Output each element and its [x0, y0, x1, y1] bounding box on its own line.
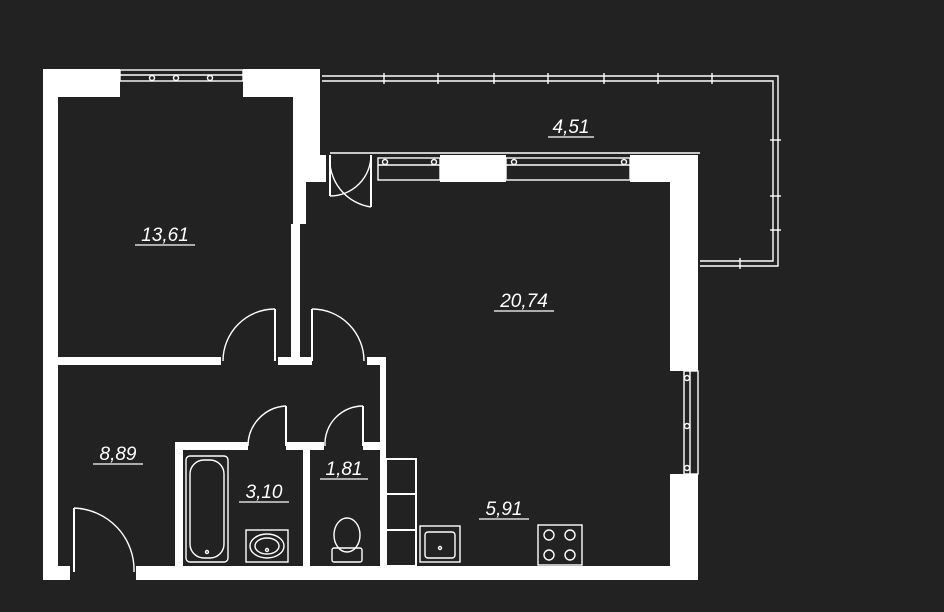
area-label-hall: 8,89 — [100, 444, 137, 465]
exterior-walls — [43, 69, 698, 580]
room-living: 20,74 — [494, 291, 554, 312]
shelving-unit — [385, 458, 417, 567]
room-hall: 8,89 — [93, 444, 143, 465]
area-label-bedroom: 13,61 — [141, 225, 189, 246]
area-label-bathroom: 3,10 — [246, 482, 283, 503]
stove-icon — [537, 524, 583, 566]
area-label-balcony: 4,51 — [553, 117, 590, 138]
doors — [73, 154, 372, 573]
room-wc: 1,81 — [320, 459, 368, 480]
washbasin-icon — [245, 529, 289, 563]
balcony-railing — [322, 73, 781, 269]
area-label-wc: 1,81 — [326, 459, 363, 480]
kitchen-sink-icon — [419, 525, 461, 563]
interior-walls — [58, 224, 386, 566]
toilet-icon — [331, 517, 363, 563]
room-bedroom: 13,61 — [135, 225, 195, 246]
room-kitchen: 5,91 — [479, 499, 529, 520]
area-label-living: 20,74 — [499, 291, 548, 312]
windows — [119, 69, 699, 475]
bathtub-icon — [185, 455, 229, 563]
room-balcony: 4,51 — [548, 117, 594, 138]
room-bathroom: 3,10 — [239, 482, 289, 503]
area-label-kitchen: 5,91 — [486, 499, 523, 520]
